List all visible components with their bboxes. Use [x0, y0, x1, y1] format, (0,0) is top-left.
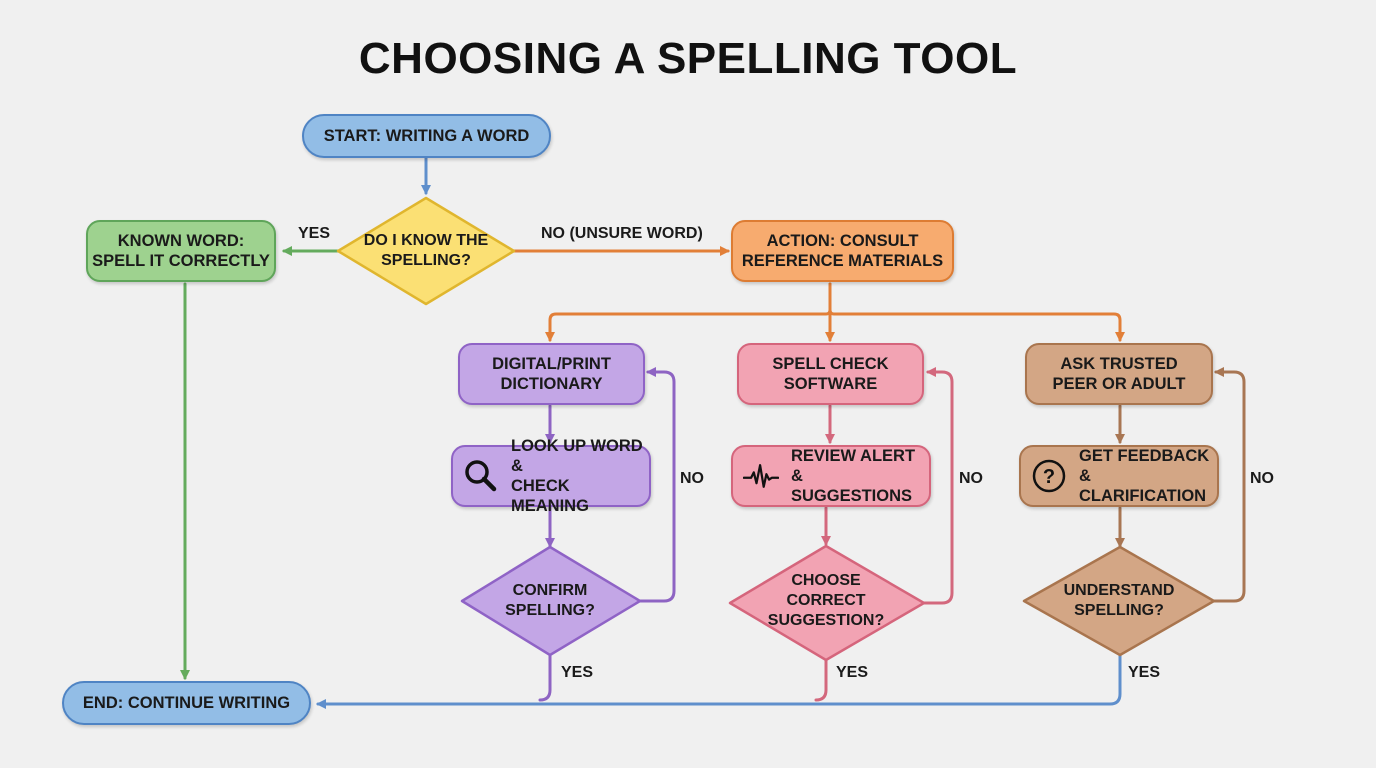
edge-label-yes-dictionary: YES: [561, 664, 594, 681]
end-node: END: CONTINUE WRITING: [62, 681, 311, 725]
decision-confirm-diamond: [460, 545, 642, 657]
start-node: START: WRITING A WORD: [302, 114, 551, 158]
known-word-node: KNOWN WORD: SPELL IT CORRECTLY: [86, 220, 276, 282]
decision-understand-diamond: [1022, 545, 1216, 657]
lookup-node: LOOK UP WORD & CHECK MEANING: [451, 437, 651, 515]
feedback-node: ? GET FEEDBACK & CLARIFICATION: [1019, 445, 1219, 507]
decision-choose-label: CHOOSE CORRECT SUGGESTION?: [767, 572, 885, 629]
consult-node: ACTION: CONSULT REFERENCE MATERIALS: [731, 220, 954, 282]
decision-know-diamond: [336, 196, 516, 306]
decision-understand-label: UNDERSTAND SPELLING?: [1063, 582, 1175, 619]
edge-consult-to-ask: [828, 308, 1125, 342]
edge-label-no-ask: NO: [1250, 470, 1274, 487]
edge-label-no-dictionary: NO: [680, 470, 704, 487]
decision-choose-diamond: [728, 544, 926, 662]
edge-understand-no: [1212, 367, 1246, 603]
edge-understand-yes: [316, 654, 1122, 709]
edge-label-no-unsure: NO (UNSURE WORD): [541, 225, 703, 242]
edge-confirm-no: [638, 367, 676, 603]
edge-label-yes-known: YES: [298, 225, 331, 242]
lookup-label: LOOK UP WORD & CHECK MEANING: [511, 437, 643, 515]
edge-confirm-yes: [538, 654, 552, 702]
review-node: REVIEW ALERT & SUGGESTIONS: [731, 445, 931, 507]
edge-choose-yes: [814, 658, 828, 702]
magnifying-glass-icon: [463, 458, 499, 494]
edge-label-yes-spellcheck: YES: [836, 664, 869, 681]
question-circle-icon: ?: [1031, 458, 1067, 494]
diagram-title: CHOOSING A SPELLING TOOL: [358, 34, 1018, 83]
decision-confirm-label: CONFIRM SPELLING?: [505, 582, 595, 619]
dictionary-node: DIGITAL/PRINT DICTIONARY: [458, 343, 645, 405]
edge-consult-to-dictionary: [545, 282, 832, 342]
edge-label-yes-ask: YES: [1128, 664, 1161, 681]
decision-know-label: DO I KNOW THE SPELLING?: [363, 232, 489, 269]
ask-node: ASK TRUSTED PEER OR ADULT: [1025, 343, 1213, 405]
review-label: REVIEW ALERT & SUGGESTIONS: [791, 447, 916, 505]
edge-label-no-spellcheck: NO: [959, 470, 983, 487]
svg-text:?: ?: [1043, 466, 1055, 488]
pulse-waveform-icon: [743, 458, 779, 494]
edge-choose-no: [922, 367, 954, 605]
spellcheck-node: SPELL CHECK SOFTWARE: [737, 343, 924, 405]
feedback-label: GET FEEDBACK & CLARIFICATION: [1079, 447, 1210, 505]
